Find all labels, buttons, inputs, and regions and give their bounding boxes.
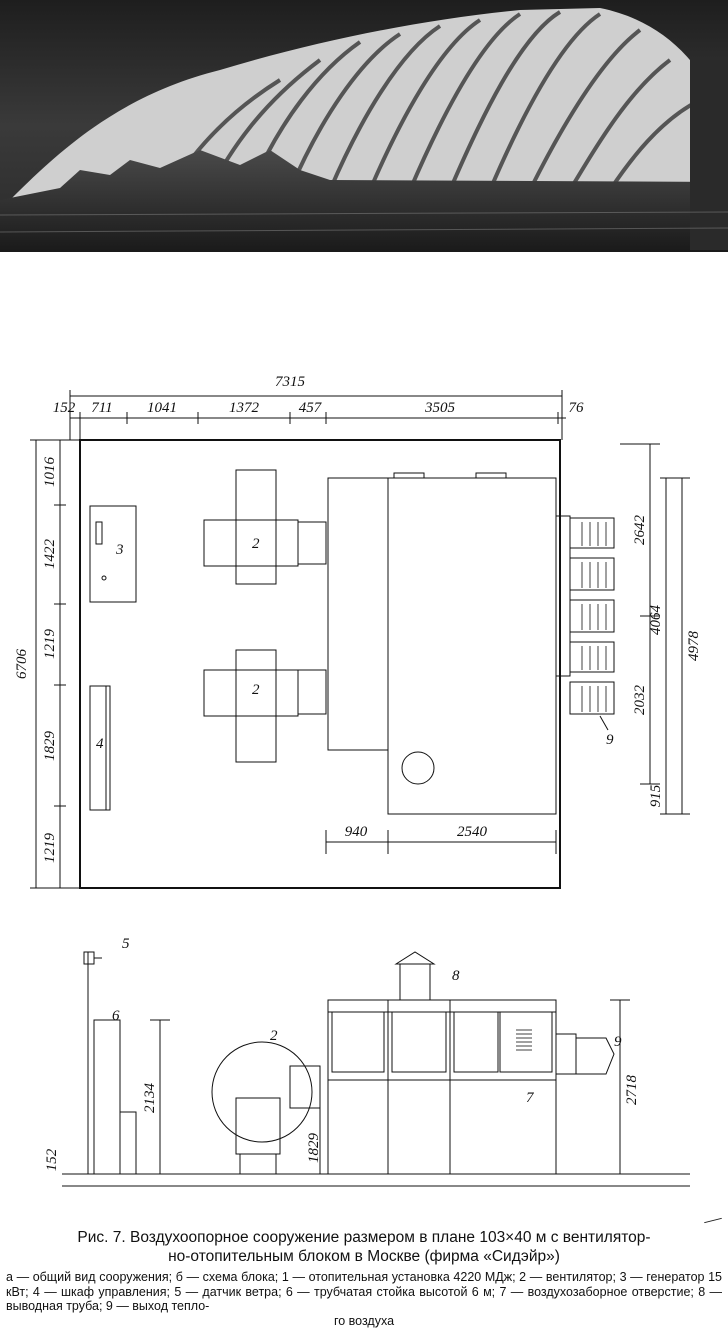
label-8: 8 — [452, 968, 460, 984]
dim-w-2: 711 — [91, 400, 112, 416]
caption-line-1: Рис. 7. Воздухоопорное сооружение размер… — [77, 1229, 651, 1246]
dim-e-4: 2718 — [624, 1075, 640, 1106]
unit-schematic-drawing: 7315 152 711 1041 1372 457 3505 76 6706 … — [14, 374, 702, 1187]
dim-w-6: 3505 — [424, 400, 456, 416]
dim-w-1: 152 — [53, 400, 76, 416]
control-cabinet — [89, 685, 111, 811]
dim-overall-height: 6706 — [14, 649, 30, 680]
dim-w-7: 76 — [569, 400, 585, 416]
figure-caption: Рис. 7. Воздухоопорное сооружение размер… — [6, 1228, 722, 1266]
label-6: 6 — [112, 1008, 120, 1024]
heater-main-body — [387, 477, 557, 815]
dim-h-4: 1829 — [42, 731, 58, 762]
dim-r-3: 4978 — [686, 631, 702, 662]
label-9: 9 — [606, 732, 614, 748]
dim-h-2: 1422 — [42, 539, 58, 570]
air-supported-structure-photo — [0, 0, 728, 252]
generator-box — [89, 505, 137, 603]
dim-overall-width: 7315 — [275, 374, 306, 390]
label-7: 7 — [526, 1090, 535, 1106]
label-2a: 2 — [252, 536, 260, 552]
plan-outline — [79, 439, 561, 889]
legend-text: а — общий вид сооружения; б — схема блок… — [6, 1270, 722, 1313]
legend-text-end: го воздуха — [333, 1313, 395, 1328]
heater-elevation — [327, 999, 557, 1175]
dim-w-3: 1041 — [147, 400, 177, 416]
label-2c: 2 — [270, 1028, 278, 1044]
dim-r-1: 2642 — [632, 515, 648, 546]
label-4: 4 — [96, 736, 104, 752]
dim-h-1: 1016 — [42, 457, 58, 488]
dim-b-1: 940 — [345, 824, 368, 840]
outlet-grilles — [569, 517, 615, 715]
dim-b-2: 2540 — [457, 824, 488, 840]
caption-line-2: но-отопительным блоком в Москве (фирма «… — [168, 1248, 560, 1265]
label-9b: 9 — [614, 1034, 622, 1050]
dim-h-5: 1219 — [42, 833, 58, 864]
dim-r-4: 2032 — [632, 685, 648, 716]
dim-r-5: 915 — [648, 784, 664, 807]
heater-left-panel — [327, 477, 389, 751]
dim-r-2: 4064 — [648, 605, 664, 636]
dim-e-3: 1829 — [306, 1133, 322, 1164]
label-3: 3 — [115, 542, 124, 558]
dim-w-4: 1372 — [229, 400, 260, 416]
dim-e-2: 152 — [44, 1148, 60, 1171]
air-intake-opening — [401, 751, 435, 785]
label-5: 5 — [122, 936, 130, 952]
label-2b: 2 — [252, 682, 260, 698]
dim-h-3: 1219 — [42, 629, 58, 660]
figure-legend: а — общий вид сооружения; б — схема блок… — [6, 1270, 722, 1328]
dim-e-1: 2134 — [142, 1083, 158, 1114]
dim-w-5: 457 — [299, 400, 323, 416]
